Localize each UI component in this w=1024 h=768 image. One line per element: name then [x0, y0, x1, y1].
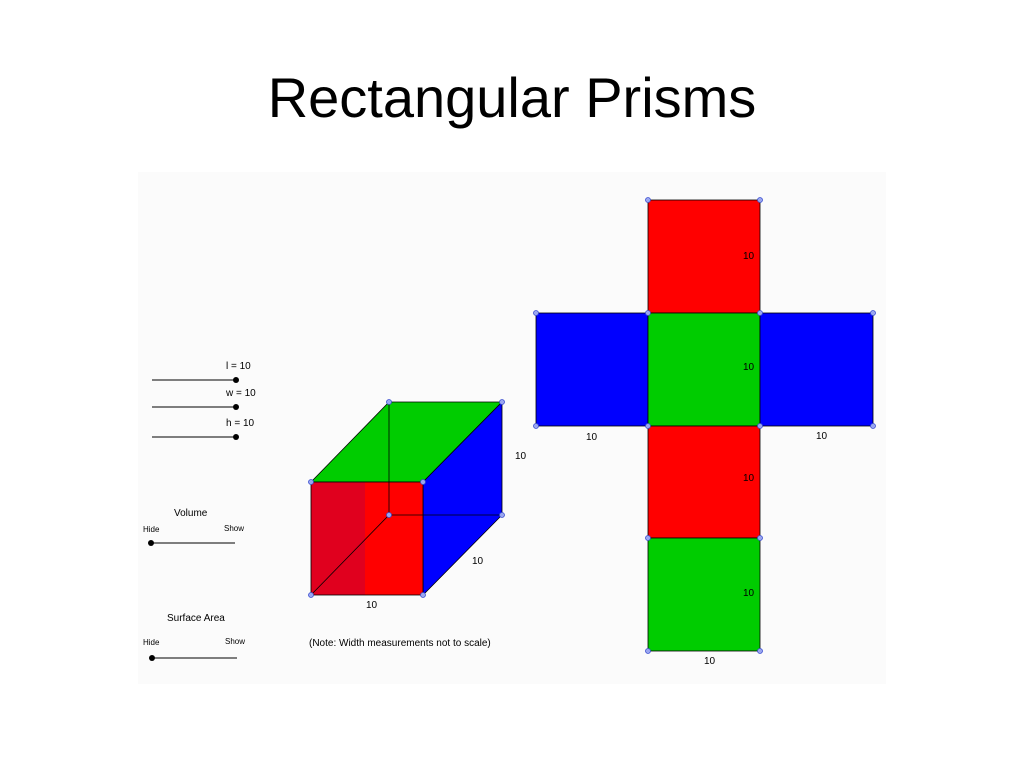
net-right-face [759, 312, 874, 427]
net-left-face [535, 312, 649, 427]
slider-height[interactable]: h = 10 [152, 418, 255, 440]
prism-vertex[interactable] [499, 399, 505, 405]
surface-area-toggle[interactable]: Surface Area Hide Show [143, 613, 245, 661]
net-bottom-face [647, 537, 761, 652]
net-vertex[interactable] [757, 423, 763, 429]
net-lower-face [647, 425, 761, 539]
prism-width-label: 10 [472, 556, 484, 567]
net-base-label: 10 [704, 656, 716, 667]
net-vertex[interactable] [645, 310, 651, 316]
prism-net: 10 10 10 10 10 10 10 [533, 197, 876, 667]
volume-toggle-label: Volume [174, 508, 208, 519]
volume-toggle[interactable]: Volume Hide Show [143, 508, 244, 546]
net-vertex[interactable] [645, 648, 651, 654]
slider-width[interactable]: w = 10 [152, 388, 256, 410]
slider-width-handle[interactable] [233, 404, 239, 410]
net-vertex[interactable] [757, 648, 763, 654]
slider-height-label: h = 10 [226, 418, 255, 429]
prism-vertex[interactable] [386, 512, 392, 518]
slider-length-label: l = 10 [226, 361, 251, 372]
net-vertex[interactable] [757, 197, 763, 203]
prism-length-label: 10 [366, 600, 378, 611]
volume-show-label: Show [224, 524, 244, 533]
prism-3d: 10 10 10 (Note: Width measurements not t… [308, 399, 527, 649]
net-vertex[interactable] [533, 423, 539, 429]
net-top-face-label: 10 [743, 251, 755, 262]
net-center-face-label: 10 [743, 362, 755, 373]
net-center-face [647, 312, 761, 427]
slider-length[interactable]: l = 10 [152, 361, 251, 383]
net-vertex[interactable] [870, 310, 876, 316]
prism-vertices [308, 399, 505, 598]
net-left-face-label: 10 [586, 432, 598, 443]
net-vertex[interactable] [645, 423, 651, 429]
net-vertices [533, 197, 876, 654]
volume-toggle-handle[interactable] [148, 540, 154, 546]
surface-area-hide-label: Hide [143, 638, 160, 647]
net-vertex[interactable] [757, 535, 763, 541]
prism-height-label: 10 [515, 451, 527, 462]
slider-width-label: w = 10 [225, 388, 256, 399]
net-right-face-label: 10 [816, 431, 828, 442]
surface-area-toggle-handle[interactable] [149, 655, 155, 661]
prism-vertex[interactable] [499, 512, 505, 518]
prism-vertex[interactable] [308, 479, 314, 485]
volume-hide-label: Hide [143, 525, 160, 534]
prism-vertex[interactable] [420, 592, 426, 598]
prism-hidden-edge-diagonal [310, 514, 390, 596]
prism-front-face [365, 482, 423, 595]
slide-title: Rectangular Prisms [267, 66, 757, 129]
prism-vertex[interactable] [308, 592, 314, 598]
prism-vertex[interactable] [420, 479, 426, 485]
net-vertex[interactable] [870, 423, 876, 429]
net-top-face [647, 199, 761, 314]
net-lower-face-label: 10 [743, 473, 755, 484]
net-vertex[interactable] [645, 197, 651, 203]
surface-area-toggle-label: Surface Area [167, 613, 225, 624]
net-vertex[interactable] [645, 535, 651, 541]
prism-front-face-left [311, 482, 365, 595]
slider-height-handle[interactable] [233, 434, 239, 440]
net-vertex[interactable] [533, 310, 539, 316]
surface-area-show-label: Show [225, 637, 245, 646]
prism-scale-note: (Note: Width measurements not to scale) [309, 638, 491, 649]
net-bottom-face-label: 10 [743, 588, 755, 599]
prism-vertex[interactable] [386, 399, 392, 405]
prism-front-outline [310, 481, 424, 596]
net-vertex[interactable] [757, 310, 763, 316]
slider-length-handle[interactable] [233, 377, 239, 383]
